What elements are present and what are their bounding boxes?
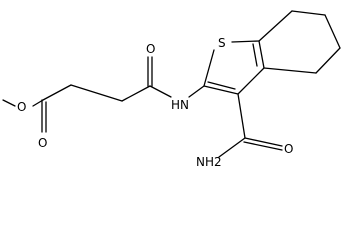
bond-c7a-c3a-inner <box>252 43 258 67</box>
atom-amide-carbonyl-oxygen: O <box>146 42 155 56</box>
atom-carboxamide-oxygen: O <box>284 142 293 156</box>
bond-c6-c5 <box>324 14 341 49</box>
bond-c2-c3 <box>70 84 123 102</box>
atom-ester-carbonyl-oxygen: O <box>38 136 47 150</box>
bond-c3-camide <box>237 93 246 139</box>
bond-c3-c2-inner <box>207 81 236 90</box>
atom-ester-oxygen: O <box>17 100 26 114</box>
bond-camide-o-double-b <box>243 141 283 151</box>
atom-thiophene-sulfur: S <box>218 36 226 50</box>
bond-camide-n <box>218 137 246 158</box>
bond-c4-n <box>149 85 172 98</box>
bond-c7a-c7 <box>258 10 293 42</box>
bond-methyl-o <box>2 99 16 107</box>
bond-c4r-c3a <box>263 67 317 74</box>
chemical-structure: O O O HN S O NH2 <box>2 10 341 169</box>
bond-o-c1 <box>32 99 44 107</box>
bond-n-c2 <box>188 85 205 98</box>
atom-carboxamide-nitrogen: NH2 <box>196 155 222 169</box>
bond-c3-c4 <box>121 85 151 102</box>
bond-c3a-c3 <box>237 67 265 95</box>
structure-canvas: O O O HN S O NH2 <box>2 10 341 169</box>
bond-c5-c4r <box>315 47 341 74</box>
bond-c7a-c3a <box>258 40 265 69</box>
bond-c3-c2 <box>203 85 239 95</box>
bond-s-c7a <box>231 40 260 43</box>
atom-amide-nitrogen: HN <box>171 98 189 112</box>
bond-c1-c2 <box>42 84 72 101</box>
bond-c7-c6 <box>291 10 326 16</box>
bond-camide-o-double-a <box>244 137 283 147</box>
bond-c2-s <box>203 49 215 87</box>
